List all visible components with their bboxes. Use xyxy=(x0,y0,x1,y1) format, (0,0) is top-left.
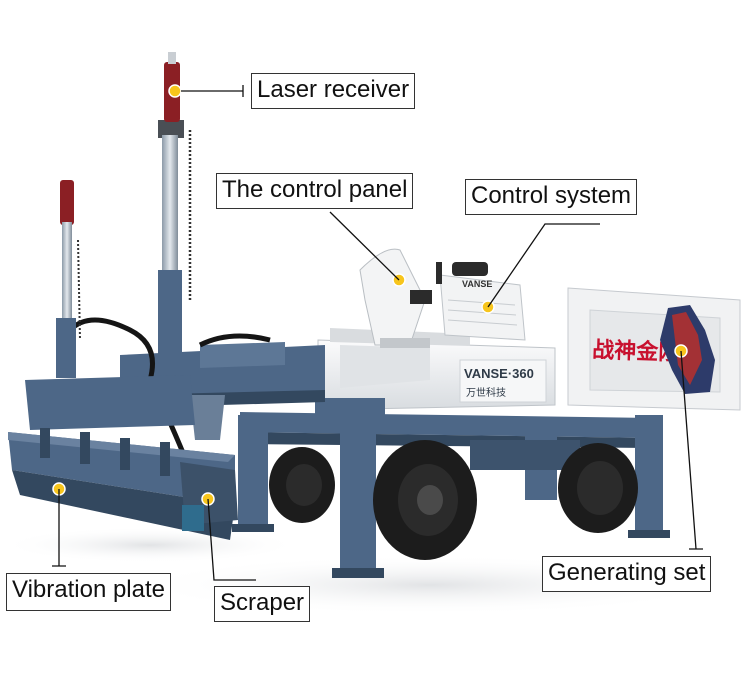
marker-laser-receiver xyxy=(168,84,182,98)
marker-generating-set xyxy=(674,344,688,358)
label-control-system: Control system xyxy=(465,179,638,215)
marker-control-panel xyxy=(392,273,406,287)
marker-vibration-plate xyxy=(52,482,66,496)
operator-body: VANSE·360 万世科技 xyxy=(315,328,556,418)
operator-seat: VANSE xyxy=(439,262,526,341)
laser-mast-secondary xyxy=(56,180,81,378)
marker-control-system xyxy=(481,300,495,314)
model-badge: VANSE·360 xyxy=(464,366,534,381)
wheel-rear xyxy=(269,447,335,523)
laser-mast-main xyxy=(158,52,192,380)
generating-set-housing: 战神金刚 xyxy=(567,287,741,411)
ground-shadow xyxy=(0,527,300,563)
screed-head xyxy=(8,375,235,540)
wheel-front-left xyxy=(373,440,477,560)
marker-scraper xyxy=(201,492,215,506)
label-generating-set: Generating set xyxy=(542,556,712,592)
brand-cn: 万世科技 xyxy=(466,386,506,399)
label-scraper: Scraper xyxy=(214,586,311,622)
seat-brand: VANSE xyxy=(462,279,492,289)
wheel-front-right xyxy=(558,443,638,533)
label-vibration-plate: Vibration plate xyxy=(6,573,171,611)
chassis-frame xyxy=(232,412,670,578)
label-laser-receiver: Laser receiver xyxy=(251,73,416,109)
label-control-panel: The control panel xyxy=(216,173,414,209)
